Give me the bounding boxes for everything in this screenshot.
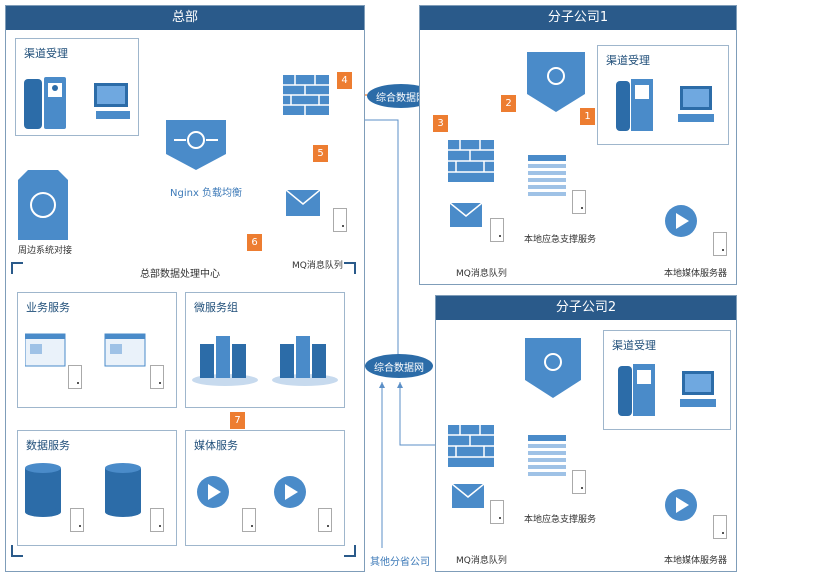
bracket-br: [344, 545, 356, 557]
media-title: 媒体服务: [194, 439, 238, 452]
b1-support-server: [572, 190, 586, 214]
b2-support-icon: [528, 435, 566, 476]
b2-firewall-icon: [448, 425, 494, 467]
cloud-icon-1: [367, 84, 435, 108]
b2-channel-title: 渠道受理: [612, 339, 656, 352]
nginx-icon: [166, 120, 226, 170]
micro-title: 微服务组: [194, 301, 238, 314]
cloud-icon-2: [365, 354, 433, 378]
b1-channel-title: 渠道受理: [606, 54, 650, 67]
cloud-label-1: 综合数据网: [376, 93, 426, 104]
bracket-tr: [344, 262, 356, 274]
b2-media-icon: [665, 489, 697, 521]
b2-support-label: 本地应急支撑服务: [524, 515, 597, 525]
bracket-bl: [11, 545, 23, 557]
b1-channel-box: 渠道受理: [597, 45, 729, 145]
b1-support-icon: [528, 155, 566, 196]
data-server-2: [150, 508, 164, 532]
b2-channel-icons: [618, 364, 716, 416]
b2-mq-server: [490, 500, 504, 524]
branch1-title: 分子公司1: [420, 6, 736, 30]
phone-icon: [24, 77, 66, 129]
b1-media-icon: [665, 205, 697, 237]
biz-server-2: [150, 365, 164, 389]
step-badge-4: 4: [337, 72, 352, 89]
b2-lb-icon: [525, 338, 581, 398]
step-badge-2: 2: [501, 95, 516, 112]
b2-channel-box: 渠道受理: [603, 330, 731, 430]
b1-firewall-icon: [448, 140, 494, 182]
b1-mq-icon: [450, 203, 482, 227]
step-badge-1: 1: [580, 108, 595, 125]
periphery-icon: [18, 170, 68, 240]
b2-support-server: [572, 470, 586, 494]
b1-channel-icons: [616, 79, 714, 131]
branch2-title: 分子公司2: [436, 296, 736, 320]
step-badge-3: 3: [433, 115, 448, 132]
periphery-label: 周边系统对接: [18, 246, 73, 256]
biz-icons: [25, 333, 146, 367]
b2-media-server: [713, 515, 727, 539]
micro-cluster-icons: [192, 336, 338, 386]
b2-mq-icon: [452, 484, 484, 508]
firewall-icon: [283, 75, 329, 115]
b1-media-server: [713, 232, 727, 256]
hq-mq-label: MQ消息队列: [292, 261, 343, 271]
b2-mq-label: MQ消息队列: [456, 556, 507, 566]
other-province-label: 其他分省公司: [370, 557, 430, 568]
b1-support-label: 本地应急支撑服务: [524, 235, 597, 245]
media-play-icons: [197, 476, 306, 508]
bracket-tl: [11, 262, 23, 274]
biz-title: 业务服务: [26, 301, 70, 314]
b1-media-label: 本地媒体服务器: [664, 269, 728, 279]
hq-channel-icons: [24, 77, 130, 129]
b1-mq-label: MQ消息队列: [456, 269, 507, 279]
hq-channel-box: 渠道受理: [15, 38, 139, 136]
b1-mq-server: [490, 218, 504, 242]
hq-channel-title: 渠道受理: [24, 47, 68, 60]
mq-envelope-icon: [286, 190, 320, 216]
flow-b2-cloud2: [397, 382, 448, 446]
mq-server-icon: [333, 208, 347, 232]
cloud-label-2: 综合数据网: [374, 363, 424, 374]
b2-media-label: 本地媒体服务器: [664, 556, 728, 566]
data-server-1: [70, 508, 84, 532]
nginx-label: Nginx 负载均衡: [170, 188, 243, 199]
database-icons: [25, 463, 141, 517]
center-label: 总部数据处理中心: [140, 269, 220, 280]
data-title: 数据服务: [26, 439, 70, 452]
step-badge-6: 6: [247, 234, 262, 251]
hq-title: 总部: [6, 6, 364, 30]
media-server-2: [318, 508, 332, 532]
b1-lb-icon: [527, 52, 585, 112]
step-badge-7: 7: [230, 412, 245, 429]
step-badge-5: 5: [313, 145, 328, 162]
computer-icon: [94, 83, 130, 119]
media-server-1: [242, 508, 256, 532]
biz-server-1: [68, 365, 82, 389]
